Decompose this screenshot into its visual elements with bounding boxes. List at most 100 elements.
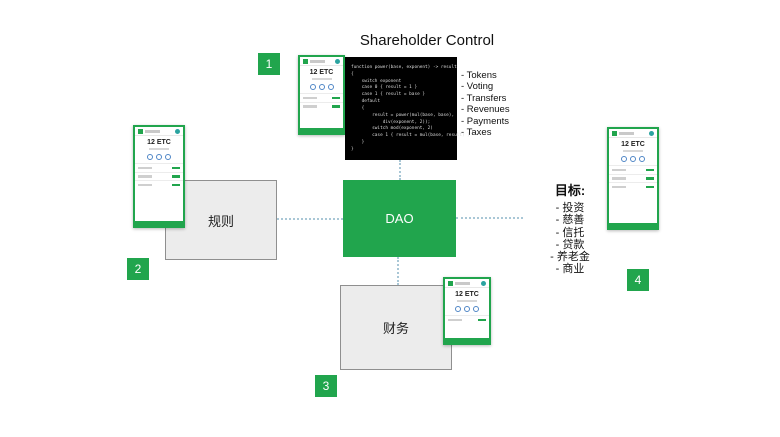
wallet-header bbox=[300, 57, 343, 66]
tx-label-placeholder bbox=[448, 318, 462, 321]
finance-box: 财务 bbox=[340, 285, 452, 370]
goal-item: - 贷款 bbox=[555, 238, 585, 251]
goal-item: - 信托 bbox=[555, 226, 585, 239]
code-line: } bbox=[351, 146, 354, 152]
wallet-title-placeholder bbox=[310, 59, 325, 63]
wallet-title-placeholder bbox=[145, 129, 160, 133]
tx-label-placeholder bbox=[138, 175, 152, 178]
wallet-title-placeholder bbox=[455, 281, 470, 285]
diagram-title: Shareholder Control bbox=[359, 32, 495, 49]
tx-label-placeholder bbox=[612, 185, 626, 188]
code-line: case 1 { result = mul(base, result) } bbox=[351, 133, 470, 139]
account-avatar-icon bbox=[649, 130, 654, 136]
wallet-balance: 12 ETC bbox=[309, 69, 334, 76]
wallet-balance: 12 ETC bbox=[455, 291, 479, 298]
code-line: { bbox=[351, 71, 354, 77]
wallet-screenshot-top: 12 ETC bbox=[298, 55, 345, 135]
code-line: { bbox=[351, 105, 365, 111]
wallet-header bbox=[609, 129, 657, 138]
wallet-balance: 12 ETC bbox=[147, 139, 171, 146]
code-line: div(exponent, 2)); bbox=[351, 119, 431, 125]
feature-item: - Tokens bbox=[461, 70, 497, 81]
goal-item: - 养老金 bbox=[550, 251, 590, 264]
feature-item: - Transfers bbox=[461, 92, 507, 104]
action-button-icon bbox=[621, 156, 627, 162]
feature-item: - Revenues bbox=[461, 104, 510, 116]
feature-item: - Taxes bbox=[461, 127, 492, 139]
feature-item: - Voting bbox=[461, 81, 494, 93]
tx-amount-placeholder bbox=[172, 183, 180, 186]
transaction-row bbox=[135, 171, 183, 181]
code-line: } bbox=[351, 140, 365, 146]
wallet-screenshot-bottom: 12 ETC bbox=[443, 277, 491, 345]
code-line: case 1 { result = base } bbox=[351, 92, 426, 98]
wallet-logo-icon bbox=[303, 58, 308, 64]
tx-amount-placeholder bbox=[172, 166, 180, 169]
transaction-row bbox=[300, 101, 343, 111]
wallet-header bbox=[135, 127, 183, 136]
transaction-row bbox=[300, 93, 343, 102]
action-button-icon bbox=[156, 154, 162, 160]
tx-label-placeholder bbox=[303, 96, 317, 99]
tx-amount-placeholder bbox=[478, 318, 486, 321]
code-line: case 0 { result = 1 } bbox=[351, 85, 418, 91]
account-avatar-icon bbox=[481, 280, 486, 286]
wallet-footer-bar bbox=[445, 338, 489, 343]
code-line: result = power(mul(base, base), bbox=[351, 112, 455, 118]
shareholder-features-list: - Tokens- Voting- Transfers- Revenues- P… bbox=[461, 70, 510, 138]
transaction-row bbox=[609, 173, 657, 183]
transaction-row bbox=[609, 182, 657, 191]
wallet-screenshot-left: 12 ETC bbox=[133, 125, 185, 228]
tx-amount-placeholder bbox=[646, 168, 654, 171]
wallet-subtitle-placeholder bbox=[457, 300, 477, 302]
goals-panel: 目标: - 投资- 慈善- 信托- 贷款- 养老金- 商业 bbox=[523, 180, 617, 276]
code-line: switch exponent bbox=[351, 78, 402, 84]
wallet-footer-bar bbox=[609, 223, 657, 228]
wallet-action-buttons bbox=[300, 84, 343, 90]
transaction-row bbox=[445, 315, 489, 324]
code-line: switch mod(exponent, 2) bbox=[351, 126, 433, 132]
wallet-logo-icon bbox=[612, 130, 617, 136]
wallet-footer-bar bbox=[300, 128, 343, 133]
goal-item: - 投资 bbox=[555, 202, 585, 214]
action-button-icon bbox=[639, 156, 645, 162]
wallet-logo-icon bbox=[448, 280, 453, 286]
goal-item: - 慈善 bbox=[555, 214, 585, 227]
wallet-subtitle-placeholder bbox=[149, 148, 169, 150]
wallet-screenshot-right: 12 ETC bbox=[607, 127, 659, 230]
finance-box-label: 财务 bbox=[382, 321, 409, 336]
action-button-icon bbox=[630, 156, 636, 162]
tx-label-placeholder bbox=[612, 177, 626, 180]
connector-dao-to-finance bbox=[397, 257, 399, 285]
rules-box-label: 规则 bbox=[207, 213, 234, 229]
tx-amount-placeholder bbox=[646, 177, 654, 180]
dao-box-label: DAO bbox=[385, 211, 414, 226]
goals-heading: 目标: bbox=[554, 183, 586, 198]
feature-item: - Payments bbox=[461, 115, 510, 127]
action-button-icon bbox=[473, 306, 479, 312]
transaction-row bbox=[135, 180, 183, 189]
goals-list: - 投资- 慈善- 信托- 贷款- 养老金- 商业 bbox=[523, 202, 617, 276]
tx-label-placeholder bbox=[138, 166, 152, 169]
tx-label-placeholder bbox=[138, 183, 152, 186]
wallet-action-buttons bbox=[445, 306, 489, 312]
transaction-row bbox=[609, 165, 657, 174]
tx-amount-placeholder bbox=[332, 96, 340, 99]
step-badge-1: 1 bbox=[258, 53, 280, 75]
action-button-icon bbox=[455, 306, 461, 312]
tx-amount-placeholder bbox=[172, 175, 180, 178]
connector-code-to-dao bbox=[399, 160, 401, 180]
tx-amount-placeholder bbox=[332, 105, 340, 108]
step-badge-4: 4 bbox=[627, 269, 649, 291]
tx-label-placeholder bbox=[612, 168, 626, 171]
wallet-footer-bar bbox=[135, 221, 183, 226]
action-button-icon bbox=[318, 84, 325, 90]
action-button-icon bbox=[309, 84, 316, 90]
account-avatar-icon bbox=[335, 58, 340, 64]
tx-label-placeholder bbox=[303, 105, 317, 108]
wallet-balance: 12 ETC bbox=[621, 141, 645, 148]
wallet-subtitle-placeholder bbox=[311, 78, 332, 80]
connector-rules-to-dao bbox=[277, 218, 343, 220]
connector-dao-to-goals bbox=[456, 217, 523, 219]
